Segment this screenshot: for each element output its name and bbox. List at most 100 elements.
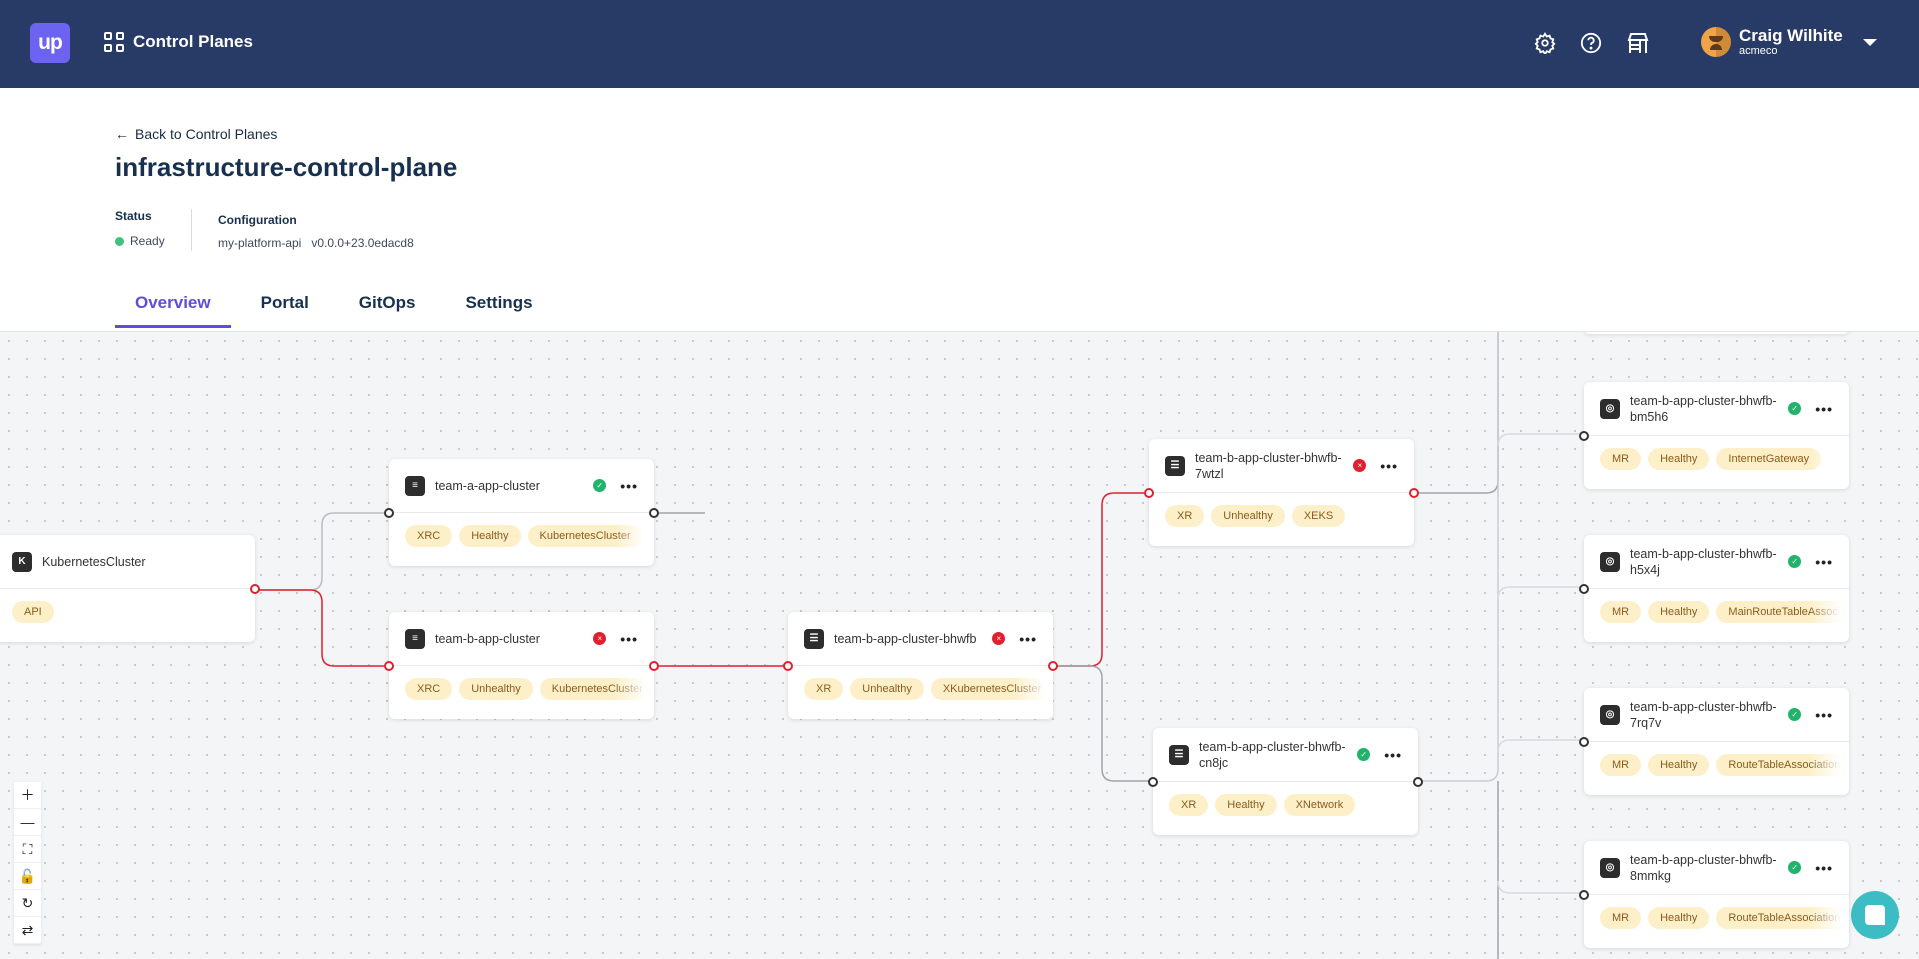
node-title: KubernetesCluster bbox=[42, 554, 146, 569]
more-options-icon[interactable]: ••• bbox=[1815, 706, 1833, 723]
page-title: infrastructure-control-plane bbox=[115, 152, 458, 182]
lock-button[interactable]: 🔓 bbox=[14, 863, 41, 890]
output-handle[interactable] bbox=[1413, 777, 1423, 787]
control-planes-label: Control Planes bbox=[133, 32, 253, 51]
graph-edges bbox=[257, 332, 1584, 959]
tag: API bbox=[12, 601, 54, 623]
tab-gitops[interactable]: GitOps bbox=[358, 293, 416, 312]
output-handle[interactable] bbox=[649, 508, 659, 518]
tag: RouteTableAssociation bbox=[1716, 907, 1849, 929]
gear-icon[interactable] bbox=[1534, 32, 1556, 56]
divider bbox=[191, 209, 192, 251]
more-options-icon[interactable]: ••• bbox=[1019, 630, 1037, 647]
edge bbox=[257, 589, 389, 667]
grid-icon bbox=[104, 32, 124, 52]
input-handle[interactable] bbox=[384, 661, 394, 671]
output-handle[interactable] bbox=[649, 661, 659, 671]
configuration-label: Configuration bbox=[218, 213, 297, 227]
check-circle-icon: ✓ bbox=[1788, 861, 1802, 874]
tag: InternetGateway bbox=[1716, 448, 1822, 470]
ready-dot-icon bbox=[115, 236, 124, 246]
tab-overview[interactable]: Overview bbox=[115, 290, 231, 328]
more-options-icon[interactable]: ••• bbox=[1380, 457, 1398, 474]
edge bbox=[1053, 492, 1149, 667]
help-icon[interactable] bbox=[1580, 32, 1602, 54]
chevron-down-icon[interactable] bbox=[1862, 38, 1877, 46]
refresh-button[interactable]: ⇄ bbox=[14, 917, 41, 944]
node-title: team-b-app-cluster-bhwfb bbox=[834, 631, 977, 646]
more-options-icon[interactable]: ••• bbox=[1815, 400, 1833, 417]
tag: MR bbox=[1600, 448, 1642, 470]
output-handle[interactable] bbox=[250, 584, 260, 594]
list-icon: ☰ bbox=[1165, 455, 1185, 476]
check-circle-icon: ✓ bbox=[1788, 402, 1802, 415]
more-options-icon[interactable]: ••• bbox=[620, 477, 638, 494]
tag: XNetwork bbox=[1283, 794, 1356, 816]
tab-portal[interactable]: Portal bbox=[260, 293, 309, 312]
input-handle[interactable] bbox=[1144, 488, 1154, 498]
user-name: Craig Wilhite bbox=[1739, 26, 1843, 45]
input-handle[interactable] bbox=[1579, 737, 1589, 747]
tag: MR bbox=[1600, 601, 1642, 623]
node-title: team-b-app-cluster-bhwfb-bm5h6 bbox=[1630, 393, 1777, 424]
tag: XKubernetesCluster bbox=[930, 678, 1053, 700]
control-planes-nav[interactable]: Control Planes bbox=[104, 32, 253, 52]
node-partial[interactable] bbox=[1584, 332, 1849, 334]
list-icon: ☰ bbox=[1169, 744, 1189, 765]
reset-button[interactable]: ↻ bbox=[14, 890, 41, 917]
zoom-in-button[interactable]: ＋ bbox=[14, 782, 41, 809]
error-circle-icon: × bbox=[1353, 459, 1367, 472]
zoom-out-button[interactable]: — bbox=[14, 809, 41, 836]
input-handle[interactable] bbox=[1148, 777, 1158, 787]
input-handle[interactable] bbox=[1579, 890, 1589, 900]
fit-view-button[interactable]: ⛶ bbox=[14, 836, 41, 863]
input-handle[interactable] bbox=[1579, 584, 1589, 594]
user-menu[interactable]: Craig Wilhite acmeco bbox=[1701, 27, 1877, 57]
top-bar: up Control Planes Craig Wilhite acmeco bbox=[0, 0, 1919, 88]
stack-icon: ≡ bbox=[405, 628, 425, 649]
edge bbox=[1497, 586, 1584, 600]
more-options-icon[interactable]: ••• bbox=[1815, 553, 1833, 570]
stack-icon: ≡ bbox=[405, 475, 425, 496]
input-handle[interactable] bbox=[783, 661, 793, 671]
output-handle[interactable] bbox=[1409, 488, 1419, 498]
input-handle[interactable] bbox=[384, 508, 394, 518]
lock-icon: 🔓 bbox=[18, 867, 37, 884]
config-version: v0.0.0+23.0edacd8 bbox=[311, 236, 414, 250]
edge bbox=[1497, 739, 1584, 753]
back-link[interactable]: ←Back to Control Planes bbox=[115, 126, 277, 142]
more-options-icon[interactable]: ••• bbox=[1384, 746, 1402, 763]
avatar bbox=[1701, 27, 1731, 57]
graph-controls: ＋ — ⛶ 🔓 ↻ ⇄ bbox=[14, 782, 41, 944]
tag: XRC bbox=[405, 525, 453, 547]
output-handle[interactable] bbox=[1048, 661, 1058, 671]
status-value: Ready bbox=[115, 234, 165, 248]
more-options-icon[interactable]: ••• bbox=[1815, 859, 1833, 876]
chat-button[interactable] bbox=[1851, 891, 1899, 939]
edge bbox=[1417, 332, 1499, 782]
input-handle[interactable] bbox=[1579, 431, 1589, 441]
tag: Unhealthy bbox=[459, 678, 533, 700]
more-options-icon[interactable]: ••• bbox=[620, 630, 638, 647]
tab-settings[interactable]: Settings bbox=[465, 293, 533, 312]
arrow-left-icon: ← bbox=[115, 126, 129, 142]
target-icon: ◎ bbox=[1600, 398, 1620, 419]
node-title: team-b-app-cluster-bhwfb-7rq7v bbox=[1630, 699, 1777, 730]
tag: MR bbox=[1600, 907, 1642, 929]
error-circle-icon: × bbox=[593, 632, 607, 645]
node-title: team-b-app-cluster-bhwfb-cn8jc bbox=[1199, 739, 1346, 770]
marketplace-icon[interactable] bbox=[1626, 32, 1649, 54]
upbound-logo[interactable]: up bbox=[30, 23, 70, 63]
config-name[interactable]: my-platform-api bbox=[218, 236, 302, 250]
